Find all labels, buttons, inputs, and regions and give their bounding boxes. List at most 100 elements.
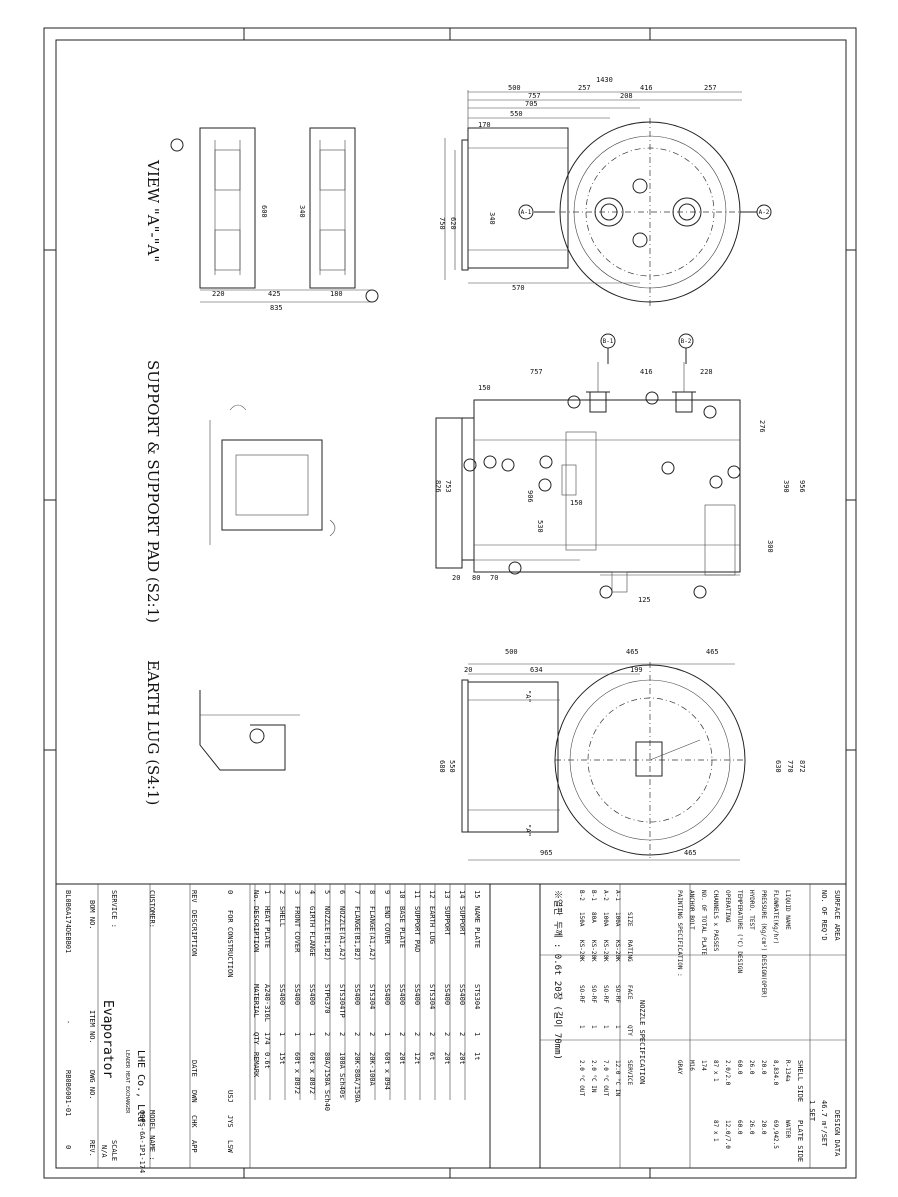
bom-cell: BASE PLATE [398,906,406,948]
bom-cell: 2 [323,1032,331,1036]
design-row-shell: 2.0/2.0 [724,1060,731,1086]
nozzle-flags: A-1 A-2 B-1 B-2 [518,204,772,364]
design-row-shell: 87 x 1 [712,1060,719,1082]
dim-text: 228 [700,368,713,376]
nozzle-cell: A-2 [602,890,609,901]
nozzle-cell: KS-20K [614,940,621,962]
dim-text: 276 [758,420,766,433]
note-text: ※열판 두께 : 0.6t 20장 (길이 70mm) [552,890,563,1060]
bom-cell: 2 [368,1032,376,1036]
dim-text: 170 [478,121,491,129]
design-row-label: ANCHOR BOLT [688,890,695,930]
flag-label: B-2 [681,338,692,345]
bom-cell: 14 [458,890,466,898]
nozzle-cell: KS-20K [578,940,585,962]
dim-text: 340 [298,205,306,218]
flag-label: "A" [524,690,532,703]
nozzle-cell: B-1 [590,890,597,901]
design-row-label: HYDRO. TEST [748,890,755,930]
dims-aa: 220 425 180 835 340 600 [212,205,343,312]
bom-cell: 60t x Ø872 [308,1052,316,1094]
bom-cell: SUPPORT [458,906,466,936]
bom-cell: 2 [443,1032,451,1036]
dim-text: 257 [578,84,591,92]
design-row-label: CHANNELS x PASSES [712,890,719,952]
support-title: SUPPORT & SUPPORT PAD (S2:1) [144,360,162,623]
revision-header: APP [190,1140,198,1153]
dim-text: 770 [786,760,794,773]
nozzle-cell: 7.0 °C OUT [602,1060,609,1097]
dim-text: 530 [536,520,544,533]
dim-text: 1430 [596,76,613,84]
design-data-title: DESIGN DATA [833,1110,841,1157]
earth-lug-detail [199,690,300,771]
revision-cell: FOR CONSTRUCTION [226,910,234,977]
nozzle-cell: SO-RF [578,985,585,1003]
dim-text: 180 [330,290,343,298]
nozzle-cell: 2.0 °C OUT [578,1060,585,1097]
bom-header: QTY [252,1032,260,1045]
bom-cell: SS400 [413,984,421,1005]
dim-text: 600 [260,205,268,218]
dim-text: 872 [798,760,806,773]
revision-cell: 0 [226,890,234,894]
nozzle-cell: 1 [578,1025,585,1029]
nozzle-header: FACE [626,985,633,1000]
bom-cell: 15t [278,1052,286,1065]
bom-cell: NOZZLE(B1,B2) [323,906,331,961]
dim-text: 753 [444,480,452,493]
side-view-mid [435,362,741,593]
dims-top: 1430 500 257 416 257 757 208 705 550 170… [438,76,717,292]
nozzle-cell: 1 [602,1025,609,1029]
design-row-plate: 20.0 [760,1120,767,1135]
bom-header: No. [252,890,260,903]
end-view-bottom [461,662,746,861]
dim-text: 630 [774,760,782,773]
customer-label: CUSTOMER: [148,890,156,928]
bom-header: REMARK [252,1052,260,1078]
nozzle-cell: A-1 [614,890,621,901]
bom-cell: 1 [308,1032,316,1036]
nozzle-header: QTY [626,1025,633,1036]
bom-no-value: BL0B6A174DEBB01 [64,890,72,953]
dim-text: 620 [449,217,457,230]
flag-label: "A" [524,824,532,837]
revision-header: DESCRIPTION [190,910,198,956]
design-row-plate: WATER [784,1120,791,1138]
bom-cell: 7 [353,890,361,894]
bom-cell: 6 [338,890,346,894]
scale-value: N/A [100,1145,108,1158]
bom-cell: 4 [308,890,316,894]
dim-text: 826 [434,480,442,493]
scale-label: SCALE [110,1140,118,1161]
revision-header: CHK [190,1115,198,1128]
bom-cell: SS400 [353,984,361,1005]
surface-area-value: 46.7 m²/SET [820,1100,828,1147]
bom-cell: 6t [428,1052,436,1060]
dim-text: 257 [704,84,717,92]
design-row-shell: 174 [700,1060,707,1071]
table-frames [55,883,847,1169]
bom-cell: SS400 [383,984,391,1005]
view-a-a-title: VIEW "A"-"A" [144,159,162,262]
design-row-plate: 69,942.5 [772,1120,779,1149]
bom-cell: 0.6t [263,1052,271,1069]
design-row-label: TEMPERATURE (°C) DESIGN [736,890,743,973]
col-plate-header: PLATE SIDE [796,1120,804,1162]
dim-text: 757 [528,92,541,100]
bom-cell: 2 [413,1032,421,1036]
bom-cell: 100A Sch40s [338,1052,346,1098]
nozzle-cell: KS-20K [590,940,597,962]
bom-cell: 12t [413,1052,421,1065]
design-row-label: PAINTING SPECIFICATION : [676,890,683,977]
dim-text: 70 [490,574,498,582]
nozzle-header: SIZE [626,912,633,927]
bom-cell: SUPPORT [443,906,451,936]
design-row-shell: 60.0 [736,1060,743,1075]
dim-text: 550 [448,760,456,773]
nozzle-cell: 2.0 °C IN [590,1060,597,1093]
design-row-label: PRESSURE (Kg/cm²) DESIGN(OPER) [760,890,767,998]
model-value: OBPS-6A-1P1-174 [138,1110,146,1173]
bom-header: DESCRIPTION [252,906,260,952]
